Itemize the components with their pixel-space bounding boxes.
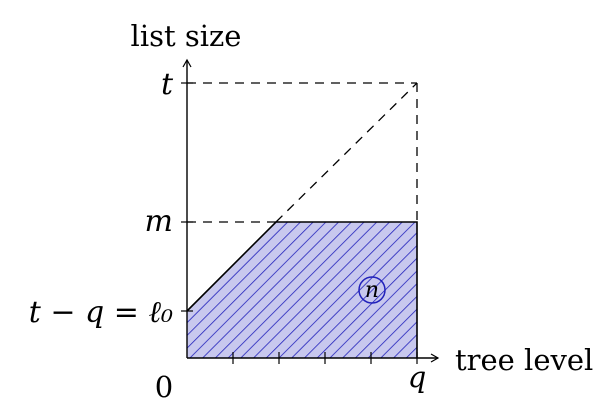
shaded-region-hatch bbox=[187, 222, 417, 358]
y-axis-label: list size bbox=[131, 19, 242, 53]
region-label-circle bbox=[358, 276, 386, 304]
region-label: n bbox=[365, 278, 379, 303]
y-tick-label-top: t bbox=[161, 67, 174, 102]
shaded-region-border bbox=[186, 221, 418, 358]
x-end-label: q bbox=[408, 360, 427, 394]
x-axis-label: tree level bbox=[455, 343, 593, 377]
dashed-diagonal bbox=[275, 82, 418, 223]
y-tick-label-middle: m bbox=[145, 204, 173, 239]
y-tick-label-bottom: t − q = ℓ₀ bbox=[29, 295, 173, 330]
origin-label: 0 bbox=[155, 370, 173, 404]
